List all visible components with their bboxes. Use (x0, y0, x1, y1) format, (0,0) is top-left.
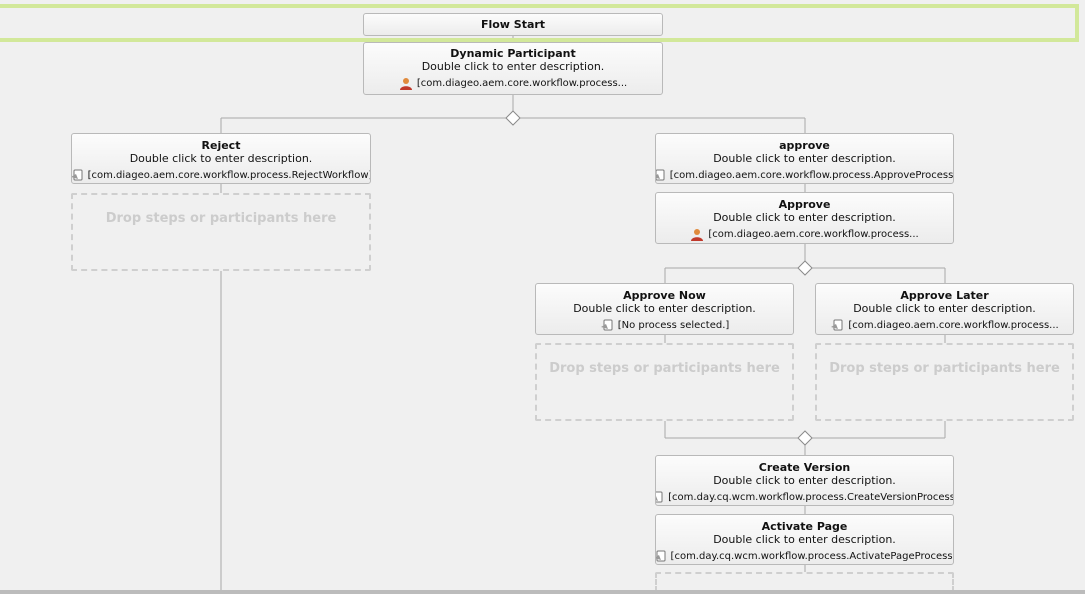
step-title: approve (779, 139, 830, 152)
step-description: Double click to enter description. (713, 152, 896, 165)
step-title: Dynamic Participant (450, 47, 576, 60)
step-description: Double click to enter description. (713, 533, 896, 546)
step-title: Approve Later (900, 289, 989, 302)
step-process-label: [com.diageo.aem.core.workflow.process... (708, 229, 919, 240)
horizontal-scrollbar[interactable] (0, 590, 1085, 594)
flow-start-label: Flow Start (480, 18, 546, 31)
drop-zone[interactable]: Drop steps or participants here (71, 193, 371, 271)
step-description: Double click to enter description. (713, 211, 896, 224)
join-node (797, 430, 813, 446)
drop-zone[interactable]: Drop steps or participants here (535, 343, 794, 421)
participant-icon (399, 77, 413, 90)
step-process-label: [com.diageo.aem.core.workflow.process... (416, 78, 628, 89)
process-icon (656, 550, 667, 563)
step-process: [com.diageo.aem.core.workflow.process.Ap… (656, 169, 953, 182)
step-process: [com.day.cq.wcm.workflow.process.CreateV… (656, 491, 953, 504)
step-process: [No process selected.] (536, 319, 793, 332)
approve-now-step[interactable]: Approve Now Double click to enter descri… (535, 283, 794, 335)
approve-step[interactable]: approve Double click to enter descriptio… (655, 133, 954, 184)
step-title: Create Version (758, 461, 851, 474)
approve-participant-step[interactable]: Approve Double click to enter descriptio… (655, 192, 954, 244)
step-process: [com.day.cq.wcm.workflow.process.Activat… (656, 550, 953, 563)
step-description: Double click to enter description. (713, 474, 896, 487)
step-process-label: [com.diageo.aem.core.workflow.process... (848, 320, 1059, 331)
step-process-label: [No process selected.] (617, 320, 730, 331)
approve-later-step[interactable]: Approve Later Double click to enter desc… (815, 283, 1074, 335)
step-process: [com.diageo.aem.core.workflow.process... (364, 77, 662, 90)
split-node (797, 260, 813, 276)
step-title: Reject (201, 139, 241, 152)
reject-step[interactable]: Reject Double click to enter description… (71, 133, 371, 184)
step-title: Activate Page (761, 520, 848, 533)
step-title: Approve Now (623, 289, 706, 302)
process-icon (72, 169, 84, 182)
process-icon (656, 169, 666, 182)
flow-start-node[interactable]: Flow Start (363, 13, 663, 36)
step-description: Double click to enter description. (129, 152, 313, 165)
step-title: Approve (778, 198, 831, 211)
step-process-label: [com.diageo.aem.core.workflow.process.Re… (87, 170, 371, 181)
step-process-label: [com.diageo.aem.core.workflow.process.Ap… (669, 170, 954, 181)
process-icon (656, 491, 664, 504)
activate-page-step[interactable]: Activate Page Double click to enter desc… (655, 514, 954, 565)
create-version-step[interactable]: Create Version Double click to enter des… (655, 455, 954, 506)
process-icon (600, 319, 614, 332)
drop-zone[interactable] (655, 572, 954, 592)
step-process: [com.diageo.aem.core.workflow.process... (656, 228, 953, 241)
step-description: Double click to enter description. (421, 60, 605, 73)
split-node (505, 110, 521, 126)
process-icon (830, 319, 844, 332)
drop-zone[interactable]: Drop steps or participants here (815, 343, 1074, 421)
participant-icon (690, 228, 704, 241)
step-process: [com.diageo.aem.core.workflow.process... (816, 319, 1073, 332)
step-process-label: [com.day.cq.wcm.workflow.process.CreateV… (668, 492, 954, 503)
step-description: Double click to enter description. (853, 302, 1036, 315)
dynamic-participant-step[interactable]: Dynamic Participant Double click to ente… (363, 42, 663, 95)
step-description: Double click to enter description. (573, 302, 756, 315)
step-process-label: [com.day.cq.wcm.workflow.process.Activat… (670, 551, 954, 562)
step-process: [com.diageo.aem.core.workflow.process.Re… (72, 169, 370, 182)
